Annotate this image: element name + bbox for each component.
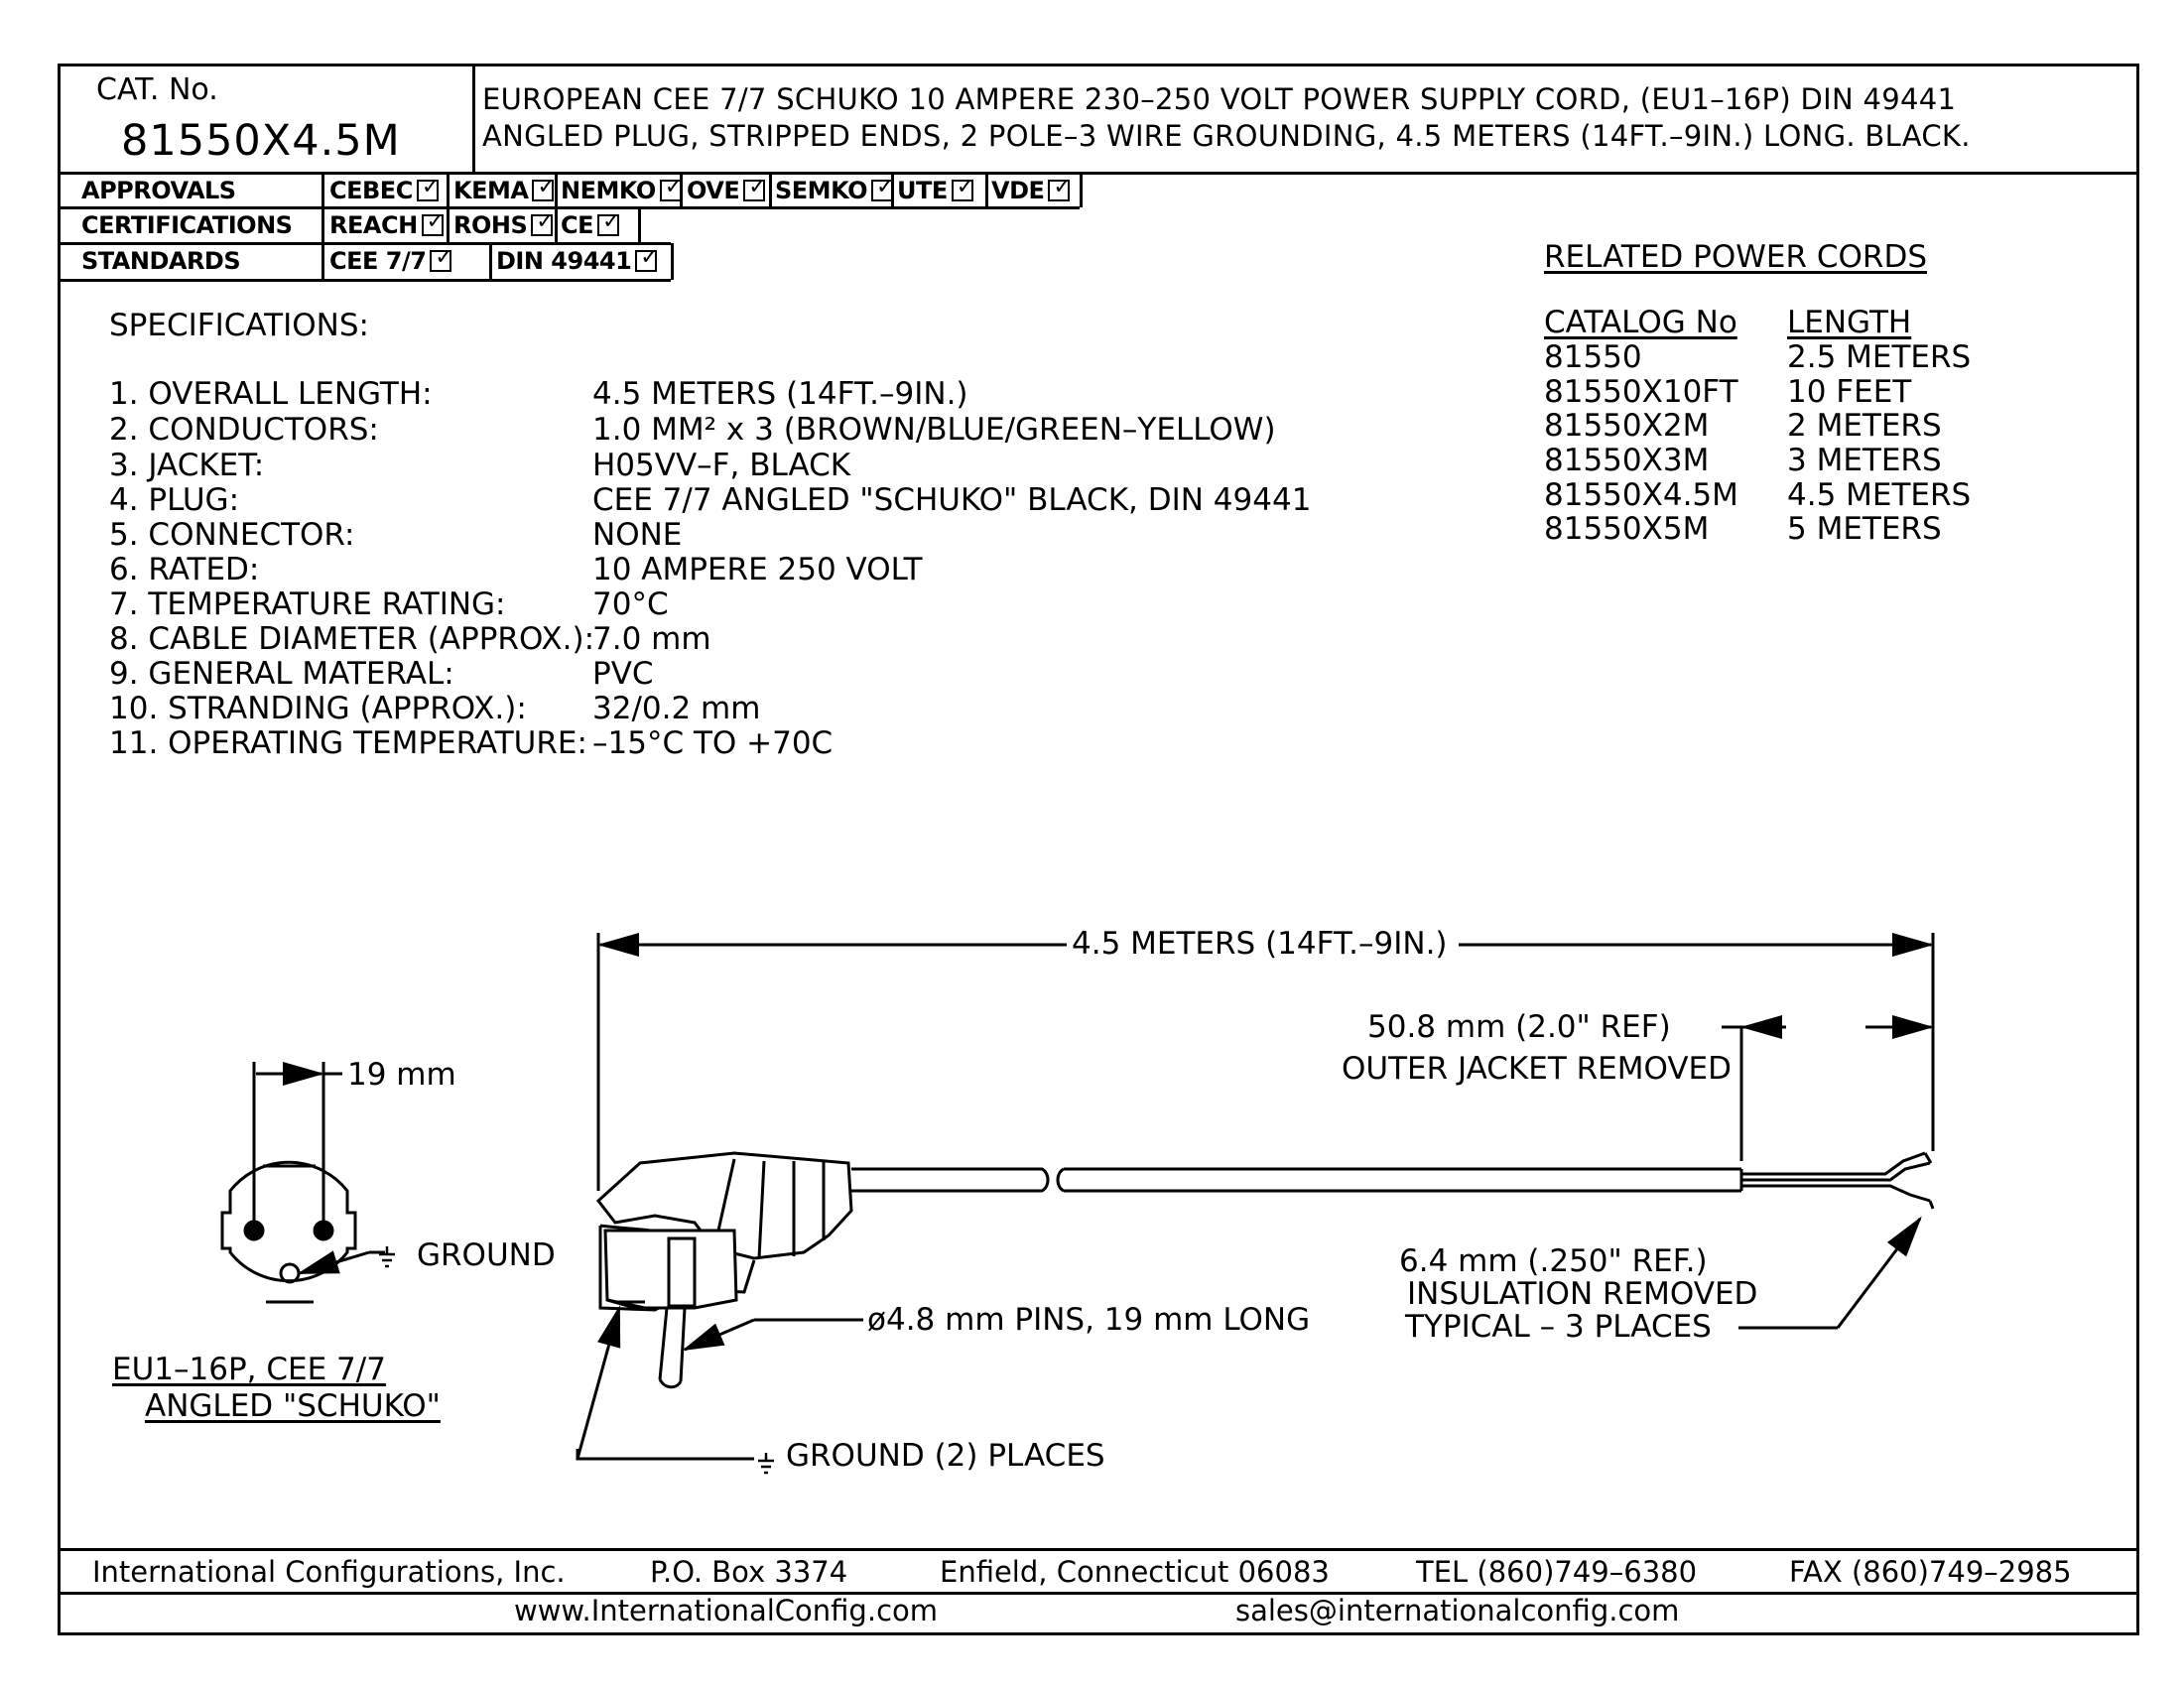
approval-vde: VDE: [991, 173, 1071, 205]
spec-label-11: 11. OPERATING TEMPERATURE:: [109, 725, 587, 761]
plug-caption-2: ANGLED "SCHUKO": [145, 1388, 441, 1424]
spec-value-9: PVC: [592, 656, 654, 692]
cat-number: 81550X4.5M: [121, 116, 401, 166]
spec-label-7: 7. TEMPERATURE RATING:: [109, 586, 506, 622]
insulation-note-1: 6.4 mm (.250" REF.): [1399, 1243, 1708, 1279]
approval-ute: UTE: [897, 173, 974, 205]
cert-reach: REACH: [329, 207, 445, 240]
spec-label-3: 3. JACKET:: [109, 448, 265, 483]
header-divider: [58, 172, 2139, 175]
approval-nemko: NEMKO: [561, 173, 683, 205]
spec-value-1: 4.5 METERS (14FT.–9IN.): [592, 376, 968, 412]
spec-value-8: 7.0 mm: [592, 621, 711, 657]
spec-label-4: 4. PLUG:: [109, 482, 240, 518]
footer-email[interactable]: sales@internationalconfig.com: [1235, 1594, 1680, 1627]
related-length-4: 3 METERS: [1787, 443, 1942, 478]
related-length-1: 2.5 METERS: [1787, 339, 1972, 375]
related-catalog-5: 81550X4.5M: [1544, 477, 1738, 513]
checkbox-checked-icon: [430, 243, 452, 273]
related-length-5: 4.5 METERS: [1787, 477, 1972, 513]
approval-kema: KEMA: [453, 173, 555, 205]
std-cee: CEE 7/7: [329, 243, 452, 276]
spec-label-1: 1. OVERALL LENGTH:: [109, 376, 433, 412]
approvals-table: APPROVALS CERTIFICATIONS STANDARDS CEBEC…: [58, 173, 1083, 282]
plug-caption-1: EU1–16P, CEE 7/7: [112, 1352, 386, 1387]
cert-rohs: ROHS: [453, 207, 554, 240]
ground-places-label: GROUND (2) PLACES: [786, 1438, 1105, 1474]
checkbox-checked-icon: [421, 207, 445, 237]
overall-dimension-label: 4.5 METERS (14FT.–9IN.): [1072, 926, 1448, 962]
title-line-1: EUROPEAN CEE 7/7 SCHUKO 10 AMPERE 230–25…: [482, 82, 1957, 116]
approval-cebec: CEBEC: [329, 173, 440, 205]
specifications-heading: SPECIFICATIONS:: [109, 308, 369, 343]
approvals-label: APPROVALS: [81, 177, 236, 204]
cat-label: CAT. No.: [96, 72, 218, 107]
header-cat-divider: [472, 64, 475, 173]
pins-note: ø4.8 mm PINS, 19 mm LONG: [867, 1302, 1311, 1338]
spec-value-6: 10 AMPERE 250 VOLT: [592, 552, 923, 587]
spec-value-11: –15°C TO +70C: [592, 725, 834, 761]
insulation-note-2: INSULATION REMOVED: [1407, 1276, 1758, 1312]
spec-label-6: 6. RATED:: [109, 552, 260, 587]
related-catalog-2: 81550X10FT: [1544, 374, 1738, 410]
drawing-frame: [58, 64, 2139, 1635]
footer-tel: TEL (860)749–6380: [1416, 1555, 1698, 1589]
related-col-catalog: CATALOG No: [1544, 305, 1737, 340]
spec-value-5: NONE: [592, 517, 683, 553]
approval-ove: OVE: [687, 173, 766, 205]
checkbox-checked-icon: [951, 173, 974, 202]
related-col-length: LENGTH: [1787, 305, 1912, 340]
spec-label-8: 8. CABLE DIAMETER (APPROX.):: [109, 621, 595, 657]
footer-city: Enfield, Connecticut 06083: [940, 1555, 1330, 1589]
spec-label-2: 2. CONDUCTORS:: [109, 412, 379, 448]
spec-value-2: 1.0 MM² x 3 (BROWN/BLUE/GREEN–YELLOW): [592, 412, 1276, 448]
cert-label: CERTIFICATIONS: [81, 211, 293, 239]
cert-ce: CE: [561, 207, 620, 240]
related-catalog-1: 81550: [1544, 339, 1642, 375]
checkbox-checked-icon: [870, 173, 894, 202]
checkbox-checked-icon: [532, 173, 555, 202]
checkbox-checked-icon: [659, 173, 683, 202]
spec-label-10: 10. STRANDING (APPROX.):: [109, 691, 527, 726]
related-catalog-6: 81550X5M: [1544, 511, 1710, 547]
insulation-note-3: TYPICAL – 3 PLACES: [1405, 1309, 1712, 1345]
approval-semko: SEMKO: [775, 173, 894, 205]
spec-value-7: 70°C: [592, 586, 669, 622]
jacket-dimension-label: 50.8 mm (2.0" REF): [1367, 1009, 1671, 1045]
related-catalog-4: 81550X3M: [1544, 443, 1710, 478]
spec-value-10: 32/0.2 mm: [592, 691, 761, 726]
checkbox-checked-icon: [531, 207, 554, 237]
ground-label: GROUND: [417, 1237, 556, 1273]
checkbox-checked-icon: [416, 173, 440, 202]
footer-divider-mid: [58, 1592, 2139, 1595]
footer-website[interactable]: www.InternationalConfig.com: [514, 1594, 938, 1627]
footer-divider-top: [58, 1548, 2139, 1551]
checkbox-checked-icon: [1048, 173, 1071, 202]
jacket-note: OUTER JACKET REMOVED: [1342, 1051, 1733, 1087]
related-length-2: 10 FEET: [1787, 374, 1912, 410]
footer-company: International Configurations, Inc.: [92, 1555, 566, 1589]
footer-fax: FAX (860)749–2985: [1789, 1555, 2072, 1589]
related-heading: RELATED POWER CORDS: [1544, 239, 1928, 275]
spec-label-5: 5. CONNECTOR:: [109, 517, 355, 553]
related-length-6: 5 METERS: [1787, 511, 1942, 547]
pin-spacing-label: 19 mm: [347, 1057, 456, 1093]
title-line-2: ANGLED PLUG, STRIPPED ENDS, 2 POLE–3 WIR…: [482, 119, 1971, 153]
checkbox-checked-icon: [635, 243, 658, 273]
spec-value-4: CEE 7/7 ANGLED "SCHUKO" BLACK, DIN 49441: [592, 482, 1312, 518]
std-din: DIN 49441: [496, 243, 658, 276]
spec-label-9: 9. GENERAL MATERAL:: [109, 656, 454, 692]
related-length-3: 2 METERS: [1787, 408, 1942, 444]
checkbox-checked-icon: [597, 207, 620, 237]
related-catalog-3: 81550X2M: [1544, 408, 1710, 444]
checkbox-checked-icon: [743, 173, 766, 202]
spec-value-3: H05VV–F, BLACK: [592, 448, 851, 483]
standards-label: STANDARDS: [81, 247, 241, 275]
footer-po-box: P.O. Box 3374: [650, 1555, 848, 1589]
